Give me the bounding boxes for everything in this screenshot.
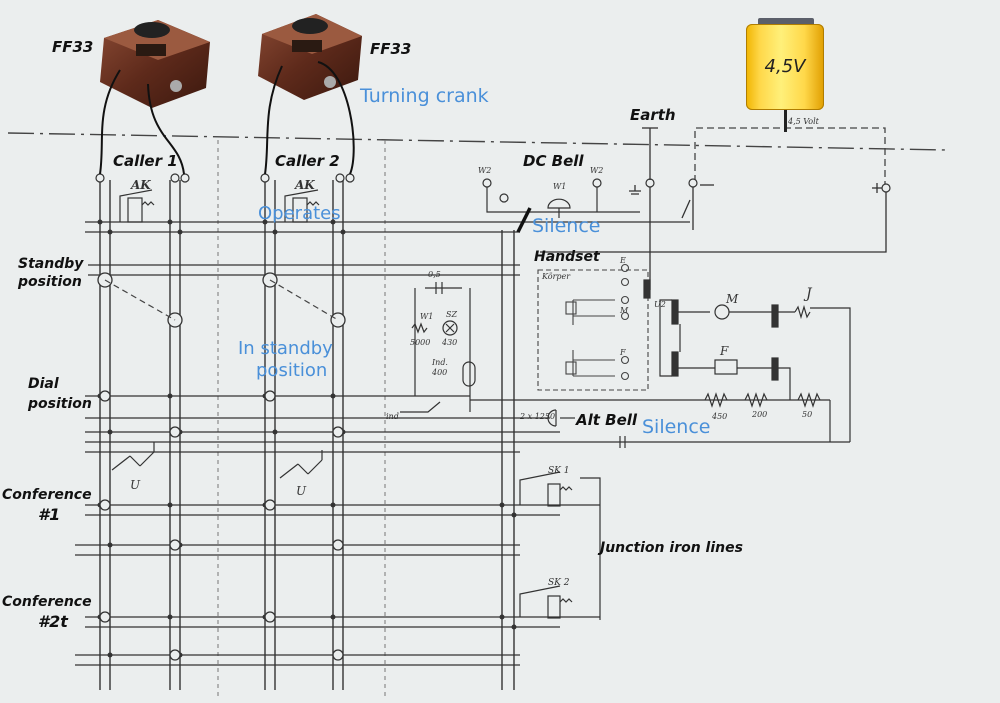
f-terminal-label: F [620, 348, 626, 357]
w2-right-label: W2 [590, 166, 604, 175]
dc-bell-label: DC Bell [523, 152, 584, 170]
switch-contact-circles [97, 272, 346, 661]
dial-position-line1: Dial [28, 376, 59, 392]
r5000-label: 5000 [410, 338, 431, 347]
r200-label: 200 [752, 410, 768, 419]
ak-left-label: AK [131, 178, 151, 192]
ff33-right-label: FF33 [370, 40, 412, 58]
standby-position-line2: position [18, 274, 82, 290]
ak-relay-left [119, 189, 155, 223]
ff33-left-label: FF33 [52, 38, 94, 56]
earth-label: Earth [630, 106, 676, 124]
relay-wiring [659, 299, 851, 442]
in-standby-line2: position [256, 360, 328, 381]
battery-body [746, 24, 824, 110]
relay-contacts [643, 279, 779, 381]
junction-dots [97, 219, 517, 658]
z1250-label: 2 x 1250 [520, 412, 556, 421]
korper-label: Körper [542, 272, 571, 281]
standby-dashed-links [104, 279, 339, 321]
horizontal-bus-lines [75, 221, 850, 666]
battery-line-label: 4,5 Volt [788, 117, 819, 126]
dial-position-line2: position [28, 396, 92, 412]
alt-bell-symbol [547, 409, 626, 448]
standby-position-line1: Standby [18, 256, 84, 272]
caller2-label: Caller 2 [275, 152, 340, 170]
handset-label: Handset [534, 249, 600, 265]
dc-bell-symbol [486, 187, 640, 218]
silence-top-label: Silence [532, 215, 601, 237]
w1-label: W1 [553, 182, 567, 191]
operates-label: Operates [258, 203, 341, 224]
r50-label: 50 [802, 410, 813, 419]
sz-label: SZ [446, 310, 458, 319]
conference2-line1: Conference [2, 594, 92, 610]
battery-cap [758, 18, 814, 28]
earth-symbol [629, 127, 658, 290]
u2-label: U2 [654, 300, 666, 309]
silence-bottom-label: Silence [642, 416, 711, 438]
u-switches [111, 442, 323, 479]
alt-bell-label: Alt Bell [576, 411, 638, 429]
caller-terminals [95, 173, 891, 193]
cap-05-label: 0,5 [428, 270, 441, 279]
handset-box [537, 263, 649, 391]
ff33-phone-left [100, 20, 210, 108]
conference2-line2: #2t [38, 612, 68, 631]
ak-right-label: AK [295, 178, 315, 192]
inductor-block [400, 282, 476, 413]
section-separators [217, 140, 386, 700]
w2-left-label: W2 [478, 166, 492, 175]
battery-lead [784, 110, 787, 132]
r430-label: 430 [442, 338, 458, 347]
battery-4v5: 4,5V [746, 18, 824, 132]
caller1-label: Caller 1 [113, 152, 178, 170]
m-terminal-label: M [620, 306, 629, 315]
conference1-line2: #1 [38, 505, 61, 524]
resistor-chain [704, 392, 831, 442]
r450-label: 450 [712, 412, 728, 421]
sk-relays [519, 471, 601, 620]
ind400-line2: 400 [432, 368, 448, 377]
sk1-label: SK 1 [548, 466, 570, 476]
battery-terminals [540, 183, 887, 253]
ak-relay-right [284, 189, 320, 223]
m-relay-label: M [726, 292, 739, 306]
top-dashed-bus [7, 132, 949, 151]
bell-silence-switch [516, 207, 532, 233]
f-relay-label: F [720, 344, 729, 358]
battery-voltage-label: 4,5V [764, 56, 806, 77]
ind-label: ind [386, 412, 399, 421]
in-standby-line1: In standby [238, 338, 333, 359]
sk2-label: SK 2 [548, 578, 570, 588]
u-left-label: U [130, 478, 141, 492]
u-right-label: U [296, 484, 307, 498]
e-terminal-label: E [620, 256, 626, 265]
vertical-bus-lines [99, 180, 515, 690]
j-coil-label: J [806, 286, 812, 302]
battery-dashed-line [694, 127, 886, 188]
junction-iron-lines-label: Junction iron lines [600, 540, 743, 556]
phone-cables [99, 61, 355, 175]
ff33-phone-right [258, 14, 362, 100]
conference1-line1: Conference [2, 487, 92, 503]
w1-res-label: W1 [420, 312, 434, 321]
ind400-line1: Ind. [432, 358, 448, 367]
turning-crank-label: Turning crank [360, 85, 489, 107]
